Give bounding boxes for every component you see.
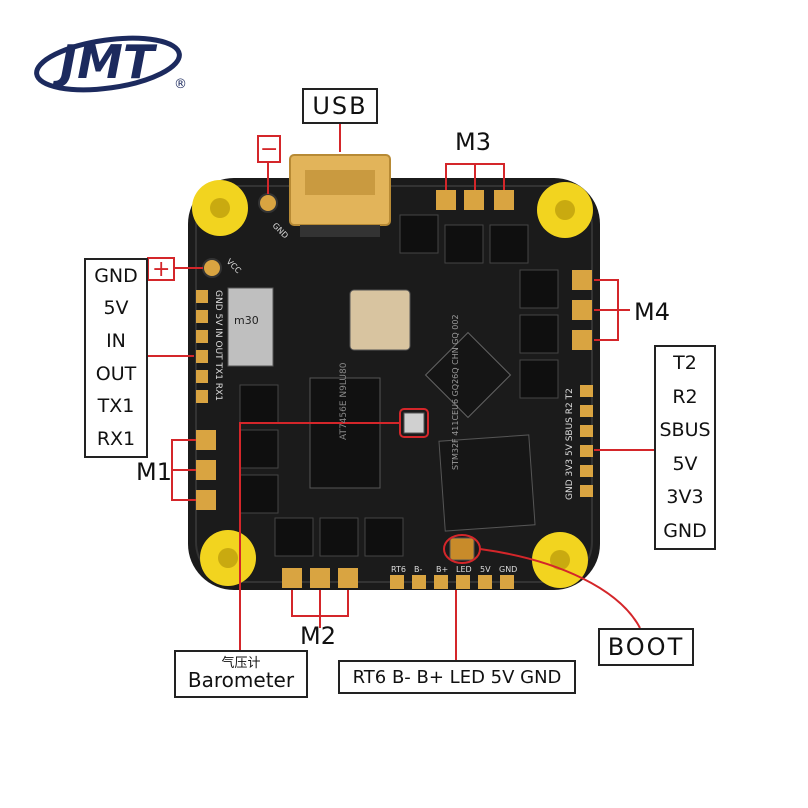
mcu-chip	[438, 434, 536, 532]
logo-text: JMT	[52, 35, 158, 89]
right-pad-callout: T2 R2 SBUS 5V 3V3 GND	[654, 345, 716, 550]
silk-bottom-pins: RT6 B- B+ LED 5V GND	[391, 565, 517, 574]
barometer-cn: 气压计	[221, 655, 261, 671]
right-pad-label: 5V	[672, 452, 698, 475]
right-pad-label: GND	[663, 519, 707, 542]
barometer-part	[403, 412, 425, 434]
left-pad-label: TX1	[97, 395, 135, 418]
bottom-pad-callout: RT6 B- B+ LED 5V GND	[338, 660, 576, 694]
mosfets	[239, 214, 559, 557]
silk-mcu: STM32F 411CEU6 GQ26Q CHN GQ 002	[451, 314, 460, 470]
boot-button-part	[449, 537, 475, 561]
silk-inductor: m30	[234, 314, 259, 327]
standoff-top-left	[192, 180, 248, 236]
minus-label: −	[260, 137, 278, 162]
bottom-pad-row	[390, 575, 514, 589]
osd-chip	[309, 377, 381, 489]
left-pad-label: OUT	[95, 362, 137, 385]
barometer-en: Barometer	[187, 668, 295, 693]
left-pad-callout: GND 5V IN OUT TX1 RX1	[84, 258, 148, 458]
silk-chip: AT7456E N9LU80	[339, 362, 349, 440]
plus-label: +	[152, 257, 170, 282]
m1-pads	[196, 430, 216, 510]
silk-right-pins: GND 3V3 5V SBUS R2 T2	[565, 388, 575, 500]
left-pad-column	[196, 290, 208, 403]
plus-pad	[202, 258, 222, 278]
registered-mark: ®	[174, 77, 187, 92]
m2-pads	[282, 568, 358, 588]
left-pad-label: 5V	[103, 297, 129, 320]
right-pad-label: R2	[672, 385, 698, 408]
barometer-label: 气压计 Barometer	[174, 650, 308, 698]
boot-label: BOOT	[598, 628, 694, 666]
m2-label: M2	[300, 622, 336, 650]
right-pad-label: T2	[673, 352, 697, 375]
svg-text:5V: 5V	[480, 565, 491, 574]
svg-text:GND: GND	[499, 565, 517, 574]
left-pad-label: IN	[106, 330, 126, 353]
svg-text:RT6: RT6	[391, 565, 406, 574]
m3-pads	[436, 190, 514, 210]
standoff-top-right	[537, 182, 593, 238]
svg-text:B-: B-	[414, 565, 422, 574]
right-pad-label: SBUS	[659, 419, 711, 442]
jmt-logo: JMT ®	[30, 20, 190, 100]
left-pad-label: GND	[94, 264, 138, 287]
standoff-bottom-left	[200, 530, 256, 586]
silk-left-pins: GND 5V IN OUT TX1 RX1	[213, 290, 223, 401]
inductor	[227, 287, 274, 367]
standoff-bottom-right	[532, 532, 588, 588]
right-pad-column	[580, 385, 593, 497]
m3-label: M3	[455, 128, 491, 156]
svg-text:LED: LED	[456, 565, 472, 574]
svg-text:B+: B+	[436, 565, 448, 574]
gyro-chip	[424, 331, 512, 419]
m4-pads	[572, 270, 592, 350]
minus-pad	[258, 193, 278, 213]
m4-label: M4	[634, 298, 670, 326]
right-pad-label: 3V3	[666, 486, 704, 509]
left-pad-label: RX1	[96, 428, 136, 451]
m1-label: M1	[136, 458, 172, 486]
usb-label: USB	[302, 88, 378, 124]
